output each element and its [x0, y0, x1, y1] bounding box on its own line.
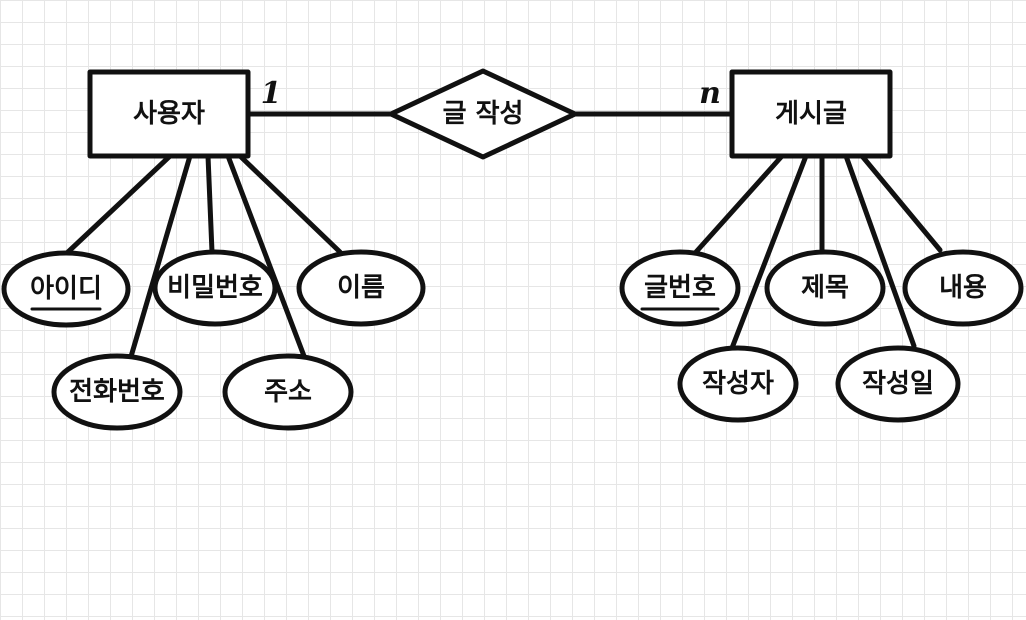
attribute-user-name: 이름 — [296, 249, 426, 327]
attribute-label: 전화번호 — [69, 377, 165, 407]
attribute-oval — [222, 353, 354, 431]
attribute-label: 글번호 — [644, 273, 716, 303]
attribute-label: 주소 — [264, 377, 312, 407]
attribute-post-number: 글번호 — [619, 249, 741, 327]
attribute-post-writer: 작성자 — [677, 345, 799, 423]
connector-user-id — [65, 153, 173, 255]
relationship-write: 글 작성 — [388, 68, 578, 160]
attribute-post-title: 제목 — [764, 249, 886, 327]
cardinality-post: n — [699, 76, 721, 111]
attribute-oval — [677, 345, 799, 423]
attribute-user-address: 주소 — [222, 353, 354, 431]
entity-post: 게시글 — [729, 69, 893, 159]
attribute-label: 작성일 — [862, 369, 934, 399]
attribute-oval — [764, 249, 886, 327]
attribute-label: 이름 — [337, 273, 385, 303]
entity-user-label: 사용자 — [133, 99, 205, 129]
relationship-diamond — [388, 68, 578, 160]
attribute-label: 작성자 — [702, 369, 774, 399]
attribute-user-phone: 전화번호 — [51, 353, 183, 431]
attribute-oval — [152, 249, 278, 327]
connector-user-address — [225, 153, 307, 359]
attribute-oval — [1, 250, 131, 328]
entity-user: 사용자 — [87, 69, 251, 159]
attribute-oval — [296, 249, 426, 327]
connector-post-writer — [729, 153, 809, 351]
attribute-label: 내용 — [939, 273, 987, 303]
connector-user-name — [237, 153, 343, 255]
attribute-label: 비밀번호 — [167, 273, 263, 303]
entity-user-box — [87, 69, 251, 159]
connector-user-phone — [127, 153, 193, 363]
attribute-label: 아이디 — [30, 274, 102, 304]
connector-user-password — [205, 153, 215, 255]
connector-post-content — [859, 153, 943, 253]
entity-post-box — [729, 69, 893, 159]
attribute-oval — [902, 249, 1024, 327]
entity-post-label: 게시글 — [775, 99, 847, 129]
attribute-user-id: 아이디 — [1, 250, 131, 328]
attribute-oval — [51, 353, 183, 431]
attribute-label: 제목 — [801, 273, 849, 303]
attribute-user-password: 비밀번호 — [152, 249, 278, 327]
attribute-post-content: 내용 — [902, 249, 1024, 327]
connector-post-number — [693, 153, 785, 255]
relationship-label: 글 작성 — [443, 99, 524, 129]
attribute-post-date: 작성일 — [835, 345, 961, 423]
attribute-oval — [835, 345, 961, 423]
connector-post-date — [843, 153, 917, 349]
attribute-oval — [619, 249, 741, 327]
cardinality-user: 1 — [261, 76, 282, 111]
